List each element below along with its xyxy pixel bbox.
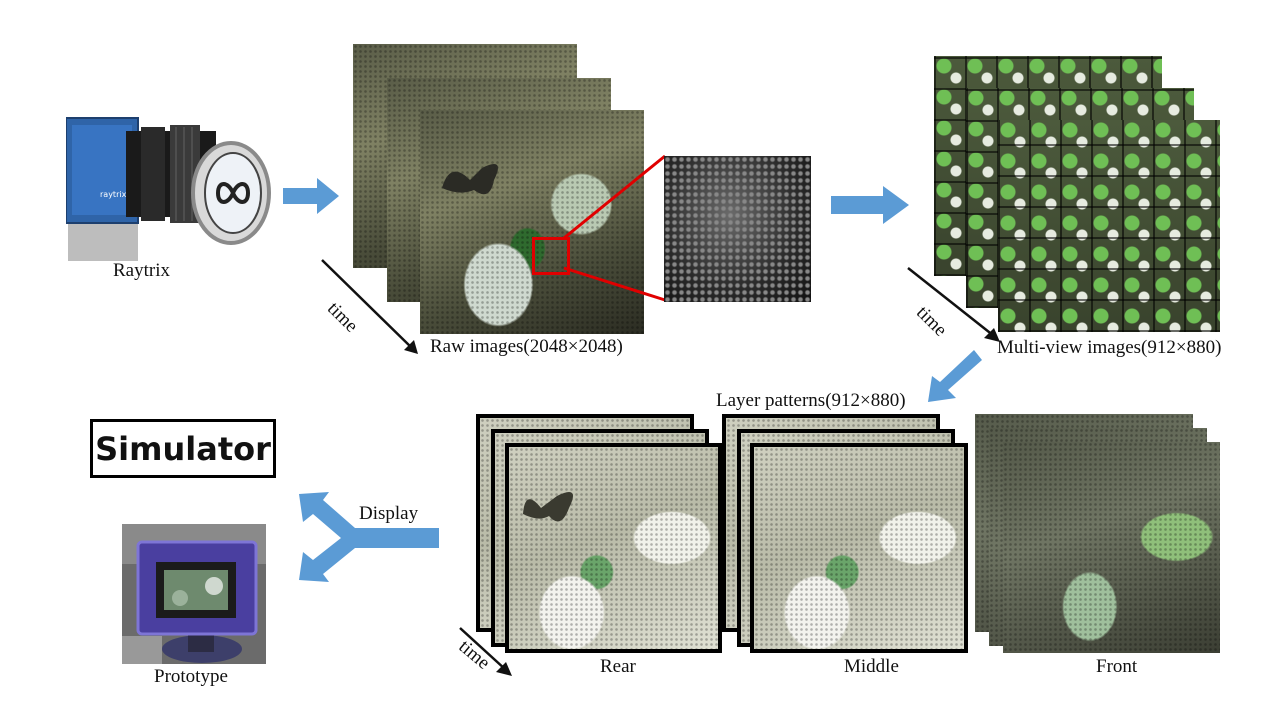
time-arrow-multiview-icon	[907, 267, 1000, 342]
time-arrow-raw-icon	[321, 259, 418, 354]
middle-layer-frame-3	[750, 443, 968, 653]
simulator-box: Simulator	[90, 419, 276, 478]
front-layer-frame-3	[1003, 442, 1220, 653]
zoom-connector-lines-icon	[563, 154, 666, 302]
raw-images-label: Raw images(2048×2048)	[430, 336, 623, 357]
multiview-images-label: Multi-view images(912×880)	[997, 337, 1222, 358]
raw-image-frame-3	[420, 110, 644, 334]
zoomed-microlens-image	[664, 156, 811, 302]
arrow-raw-to-multiview-icon	[831, 186, 909, 224]
middle-label: Middle	[844, 656, 899, 677]
highlight-region-box	[532, 237, 570, 275]
prototype-label: Prototype	[154, 666, 228, 687]
camera-label: Raytrix	[113, 260, 170, 281]
front-label: Front	[1096, 656, 1138, 677]
time-arrow-layers-icon	[459, 627, 512, 676]
raw-image-butterfly-icon	[442, 164, 498, 195]
infinity-logo-icon	[215, 182, 251, 204]
raytrix-camera-image: raytrix	[66, 113, 276, 261]
multiview-frame-3	[998, 120, 1220, 332]
prototype-photo	[122, 524, 266, 664]
arrow-multiview-to-layers-icon	[928, 350, 982, 402]
arrow-camera-to-raw-icon	[283, 178, 339, 214]
rear-label: Rear	[600, 656, 636, 677]
display-label: Display	[359, 503, 419, 524]
layer-patterns-label: Layer patterns(912×880)	[716, 390, 906, 411]
arrow-display-split-icon	[299, 492, 439, 582]
rear-butterfly-icon	[523, 492, 573, 522]
rear-layer-frame-3	[505, 443, 722, 653]
camera-brand-text: raytrix	[100, 190, 127, 199]
